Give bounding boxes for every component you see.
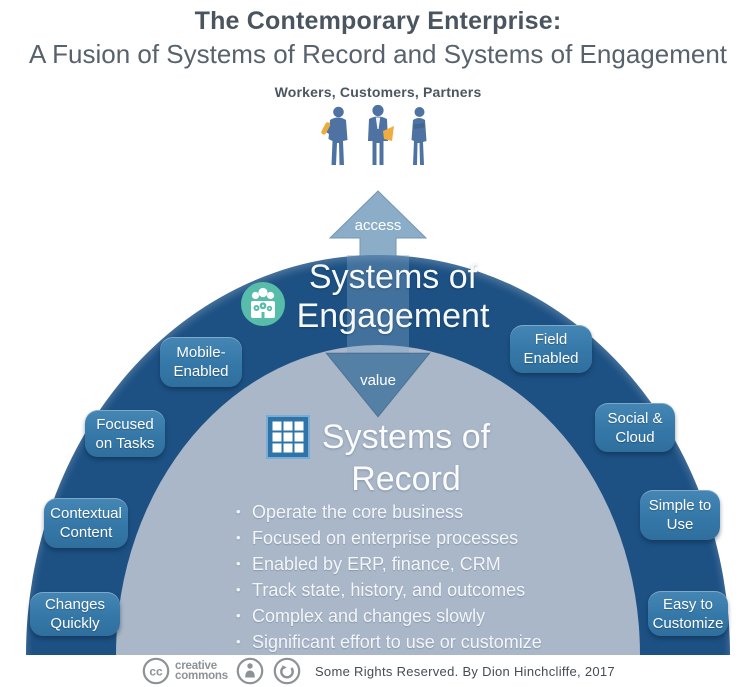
page-title: The Contemporary Enterprise: (194, 7, 562, 35)
badge-label: Easy to (662, 595, 714, 613)
badge-label: Use (666, 516, 694, 533)
badge-label: Focused (96, 415, 154, 433)
engagement-title: Systems of Engagement (288, 258, 498, 336)
badge-field-enabled: Field Enabled (510, 325, 592, 373)
badge-simple-to-use: Simple to Use (640, 490, 720, 540)
badge-changes-quickly: Changes Quickly (30, 592, 120, 636)
record-title-line1: Systems of (321, 418, 491, 456)
page-subtitle: A Fusion of Systems of Record and System… (28, 39, 727, 69)
value-arrow-label: value (360, 372, 396, 389)
rights-text: Some Rights Reserved. By Dion Hinchcliff… (314, 663, 615, 679)
badge-label: Enabled (173, 363, 229, 380)
badge-label: on Tasks (95, 434, 155, 452)
engagement-title-line1: Systems of (308, 258, 478, 296)
badge-label: Quickly (50, 615, 100, 632)
badge-label: Changes (44, 596, 106, 613)
bullet-item: Operate the core business (236, 499, 576, 525)
people-silhouettes-icon (321, 104, 427, 165)
cc-symbol: cc (149, 665, 163, 679)
record-bullet-list: Operate the core business Focused on ent… (236, 499, 576, 655)
cc-word-line2: commons (175, 670, 228, 682)
grid-icon (265, 415, 310, 459)
creative-commons-icon: cc (142, 657, 170, 685)
access-arrow-icon: access (328, 190, 428, 258)
badge-label: Enabled (523, 350, 579, 367)
badge-contextual-content: Contextual Content (44, 498, 128, 548)
attribution-icon (236, 657, 264, 685)
bullet-item: Enabled by ERP, finance, CRM (236, 551, 576, 577)
value-arrow-icon: value (324, 255, 432, 418)
footer: cc creative commons Some Rights Reserved… (0, 655, 756, 687)
bullet-item: Significant effort to use or customize (236, 629, 576, 655)
badge-label: Contextual (50, 505, 122, 522)
record-title: Systems of Record (156, 415, 600, 499)
audience-label: Workers, Customers, Partners (274, 84, 482, 100)
badge-label: Cloud (615, 428, 655, 446)
badge-label: Mobile- (176, 344, 226, 361)
badge-label: Field (534, 331, 568, 348)
badge-label: Customize (652, 614, 724, 632)
badge-label: Simple to (648, 497, 712, 514)
badge-social-cloud: Social & Cloud (595, 403, 675, 452)
semicircle-scene: value Systems of Engagement (0, 255, 756, 655)
badge-easy-to-customize: Easy to Customize (648, 591, 728, 636)
bullet-item: Focused on enterprise processes (236, 525, 576, 551)
cc-word-line1: creative (175, 659, 217, 672)
creative-commons-wordmark: creative commons (175, 659, 228, 682)
badge-label: Social & (607, 409, 663, 427)
access-arrow-label: access (355, 217, 402, 234)
record-title-line2: Record (351, 460, 461, 498)
badge-focused-on-tasks: Focused on Tasks (85, 410, 165, 457)
bullet-item: Track state, history, and outcomes (236, 577, 576, 603)
share-alike-icon (273, 657, 301, 685)
bullet-item: Complex and changes slowly (236, 603, 576, 629)
engagement-title-line2: Engagement (296, 297, 490, 335)
people-group-icon (241, 282, 285, 326)
badge-label: Content (59, 524, 113, 541)
badge-mobile-enabled: Mobile- Enabled (160, 337, 242, 387)
